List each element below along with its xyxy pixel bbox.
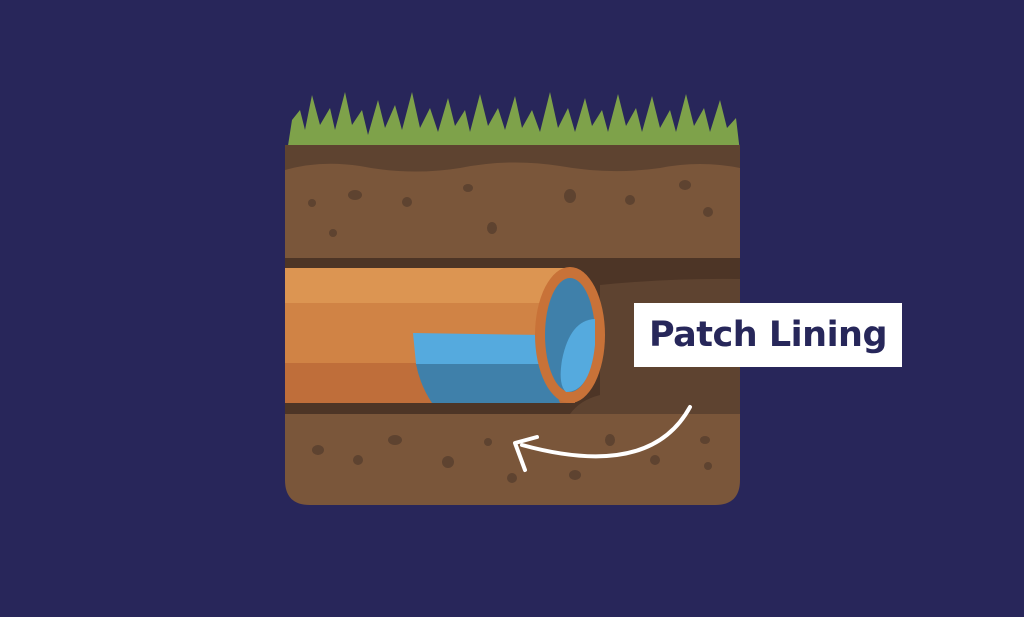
patch-liner bbox=[413, 333, 560, 403]
curved-arrow-icon bbox=[513, 405, 692, 472]
patch-lining-label: Patch Lining bbox=[634, 303, 902, 367]
pipe-opening bbox=[535, 267, 605, 403]
topsoil-layer bbox=[285, 145, 740, 172]
patch-lining-label-text: Patch Lining bbox=[648, 315, 888, 355]
grass bbox=[287, 92, 740, 152]
soil-pebbles bbox=[308, 180, 713, 483]
